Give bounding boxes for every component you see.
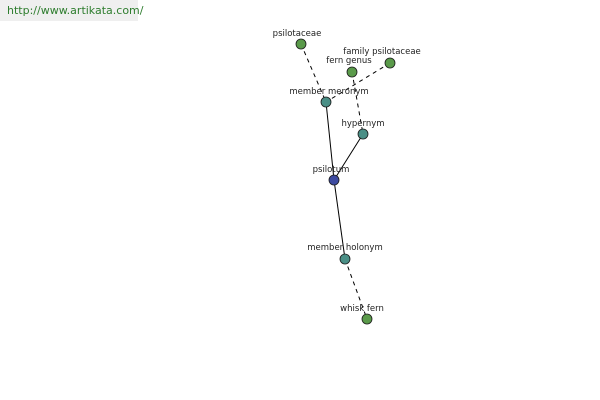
- node-member-holonym[interactable]: member holonym: [307, 243, 383, 265]
- edge-hypernym-to-psilotum: [333, 133, 364, 181]
- node-label: psilotum: [313, 165, 350, 175]
- edge-member-meronym-to-psilotum: [325, 101, 335, 181]
- node-label: member meronym: [289, 87, 368, 97]
- node-label: hypernym: [341, 119, 384, 129]
- node-psilotaceae[interactable]: psilotaceae: [273, 29, 322, 50]
- node-label: whisk fern: [340, 304, 384, 314]
- node-circle[interactable]: [361, 313, 373, 325]
- node-label: fern genus: [326, 56, 372, 66]
- node-label: family psilotaceae: [343, 47, 421, 57]
- node-circle[interactable]: [320, 96, 332, 108]
- node-circle[interactable]: [295, 38, 307, 50]
- node-whisk-fern[interactable]: whisk fern: [340, 304, 384, 325]
- node-label: psilotaceae: [273, 29, 322, 39]
- edge-fern-genus-to-hypernym: [351, 71, 364, 135]
- node-label: member holonym: [307, 243, 382, 253]
- node-psilotum[interactable]: psilotum: [313, 165, 350, 186]
- site-url-link[interactable]: http://www.artikata.com/: [7, 4, 144, 17]
- edge-member-holonym-to-whisk-fern: [344, 258, 368, 320]
- node-hypernym[interactable]: hypernym: [341, 119, 385, 140]
- node-circle[interactable]: [328, 174, 340, 186]
- node-fern-genus[interactable]: fern genus: [326, 56, 372, 78]
- node-circle[interactable]: [384, 57, 396, 69]
- node-member-meronym[interactable]: member meronym: [289, 87, 369, 108]
- url-banner: http://www.artikata.com/: [0, 0, 143, 21]
- edges-layer: [300, 43, 391, 320]
- edge-psilotum-to-member-holonym: [333, 179, 346, 260]
- edge-psilotaceae-to-member-meronym: [300, 43, 327, 103]
- node-family-psilotaceae[interactable]: family psilotaceae: [343, 47, 421, 69]
- node-circle[interactable]: [339, 253, 351, 265]
- node-circle[interactable]: [346, 66, 358, 78]
- node-circle[interactable]: [357, 128, 369, 140]
